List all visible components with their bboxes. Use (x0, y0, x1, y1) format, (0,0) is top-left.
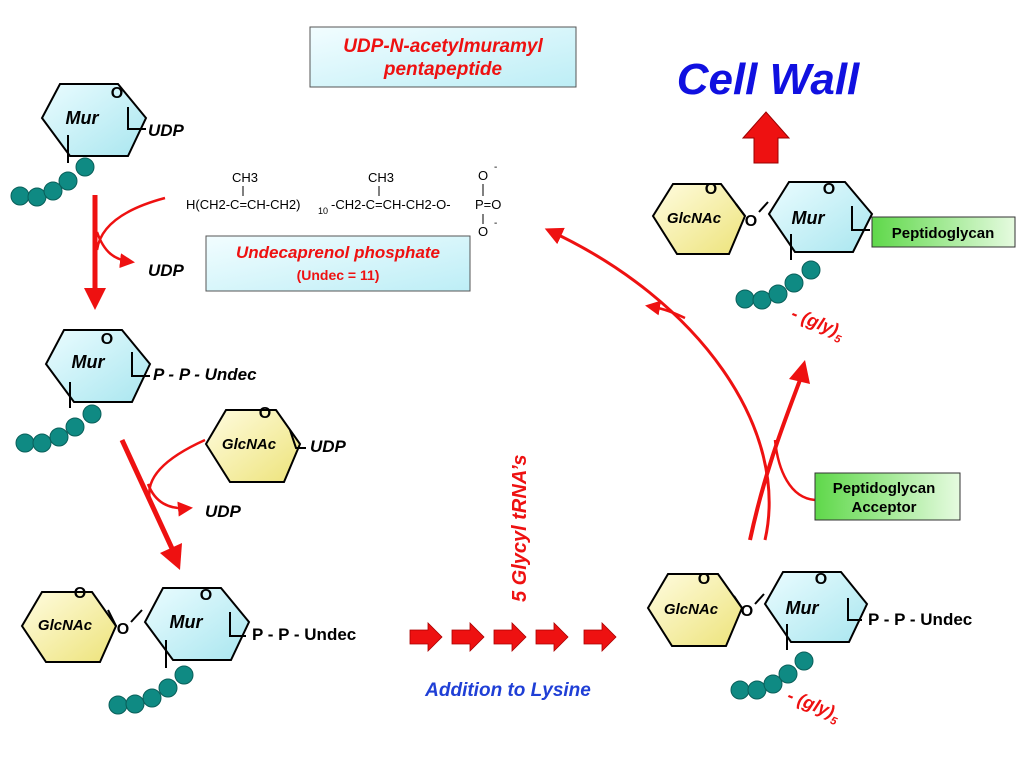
glycine-addition-arrows (409, 622, 617, 652)
formula-minus-top: - (494, 162, 497, 173)
mur-udp-molecule: O Mur UDP (10, 83, 185, 207)
peptide-chain (730, 651, 814, 700)
mur-ring-oxygen: O (111, 85, 123, 102)
transfer-up-arrow (748, 379, 802, 541)
mur-label: Mur (792, 208, 826, 228)
glcnac-label: GlcNAc (222, 436, 277, 453)
formula-o-bot: O (478, 224, 488, 239)
addition-to-lysine-label: Addition to Lysine (424, 680, 591, 701)
glcnac-udp-molecule: O GlcNAc UDP (204, 405, 347, 483)
peptide-chain (735, 260, 821, 310)
cell-wall-up-arrow (741, 111, 791, 164)
glycosidic-oxygen: O (745, 213, 757, 230)
formula-p-eq-o: P=O (475, 197, 501, 212)
formula-part1: H(CH2-C=CH-CH2) (186, 197, 300, 212)
glcnac-in-arrow (148, 438, 206, 501)
formula-sub10: 10 (318, 206, 328, 216)
peptidoglycan-acceptor-label: Peptidoglycan Acceptor (814, 472, 961, 521)
formula-ch3-1: CH3 (232, 170, 258, 185)
glcnac-ring-oxygen: O (74, 585, 86, 602)
acceptor-line2: Acceptor (851, 499, 916, 516)
svg-text:- (gly)5: - (gly)5 (787, 303, 848, 346)
glcnac-label: GlcNAc (664, 601, 719, 618)
udp-released-1: UDP (148, 261, 185, 280)
peptide-chain (15, 404, 102, 453)
glcnac-label: GlcNAc (38, 617, 93, 634)
mur-pp-undec-molecule: O Mur P - P - Undec (15, 329, 257, 453)
formula-ch3-2: CH3 (368, 170, 394, 185)
pp-undec-label: P - P - Undec (252, 625, 356, 644)
lipid-ii-molecule: O GlcNAc O O Mur P - P - Undec (20, 585, 356, 715)
glycyl-trna-label: 5 Glycyl tRNA’s (509, 455, 531, 602)
mur-ring-oxygen: O (101, 331, 113, 348)
mur-ring-oxygen: O (200, 587, 212, 604)
formula-minus-bot: - (494, 218, 497, 229)
peptidoglycan-molecule: O GlcNAc O O Mur - (gly)5 (651, 181, 874, 346)
mur-ring-oxygen: O (815, 571, 827, 588)
udp-released-2: UDP (205, 502, 242, 521)
formula-part2: -CH2-C=CH-CH2-O- (331, 197, 451, 212)
undecaprenol-line2: (Undec = 11) (297, 267, 380, 283)
glcnac-ring-oxygen: O (259, 405, 271, 422)
lipid-ii-gly5-molecule: O GlcNAc O O Mur P - P - Undec - (gly)5 (646, 571, 972, 728)
glcnac-label: GlcNAc (667, 210, 722, 227)
gly5-subscript: 5 (832, 333, 843, 347)
undecaprenol-phosphate-label: Undecaprenol phosphate (Undec = 11) (205, 235, 471, 292)
pp-undec-label: P - P - Undec (153, 365, 257, 384)
mur-label: Mur (170, 612, 204, 632)
acceptor-line1: Peptidoglycan (833, 480, 936, 497)
main-arrow-step2-head (160, 543, 182, 570)
udp-label: UDP (148, 121, 185, 140)
gly5-prefix: - (gly) (785, 685, 838, 722)
main-arrow-step1-head (84, 288, 106, 310)
udp-release-arrow-2 (146, 483, 193, 517)
gly5-subscript: 5 (828, 715, 839, 729)
udp-release-arrow-1 (95, 231, 135, 269)
peptidoglycan-label: Peptidoglycan (871, 216, 1016, 248)
undecaprenol-in-arrow (95, 196, 166, 251)
gly5-label: - (gly)5 (787, 303, 848, 346)
recycle-arrow (544, 227, 771, 541)
mur-label: Mur (786, 598, 820, 618)
acceptor-in-arrow (773, 439, 816, 502)
peptidoglycan-text: Peptidoglycan (892, 225, 995, 242)
transfer-up-arrow-head (789, 360, 810, 384)
udp-label: UDP (310, 437, 347, 456)
glcnac-ring-oxygen: O (698, 571, 710, 588)
cell-wall-title: Cell Wall (677, 55, 860, 104)
peptide-chain (10, 157, 95, 207)
udp-nam-line1: UDP-N-acetylmuramyl (343, 36, 543, 57)
udp-nam-pentapeptide-label: UDP-N-acetylmuramyl pentapeptide (309, 26, 577, 88)
glycosidic-oxygen: O (117, 621, 129, 638)
peptide-chain (108, 665, 194, 715)
undecaprenol-formula: CH3 CH3 H(CH2-C=CH-CH2) 10 -CH2-C=CH-CH2… (186, 162, 501, 239)
udp-nam-line2: pentapeptide (383, 59, 503, 80)
pp-undec-label: P - P - Undec (868, 610, 972, 629)
mur-label: Mur (66, 108, 100, 128)
glcnac-ring-oxygen: O (705, 181, 717, 198)
undecaprenol-line1: Undecaprenol phosphate (236, 243, 440, 262)
gly5-label: - (gly)5 (783, 685, 844, 728)
glycosidic-oxygen: O (741, 603, 753, 620)
acceptor-branch-arrow (645, 300, 686, 320)
mur-ring-oxygen: O (823, 181, 835, 198)
svg-text:- (gly)5: - (gly)5 (783, 685, 844, 728)
formula-o-top: O (478, 168, 488, 183)
mur-label: Mur (72, 352, 106, 372)
gly5-prefix: - (gly) (789, 303, 842, 340)
